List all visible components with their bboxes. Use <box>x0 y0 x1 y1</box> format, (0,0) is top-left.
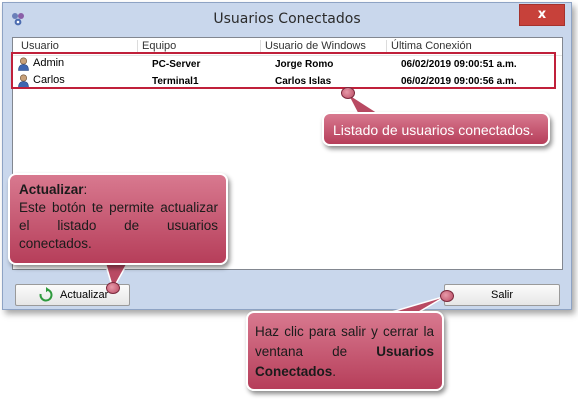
rows-highlight-frame <box>11 52 556 89</box>
close-button[interactable]: x <box>519 4 565 26</box>
refresh-callout-body: Este botón te permite actualizar el list… <box>19 200 218 251</box>
connected-users-app-icon <box>12 13 24 26</box>
list-header: Usuario Equipo Usuario de Windows Última… <box>13 38 562 56</box>
window-title: Usuarios Conectados <box>213 11 361 27</box>
user-icon <box>18 57 29 71</box>
close-icon: x <box>537 7 547 22</box>
column-header-usuario-windows[interactable]: Usuario de Windows <box>260 40 366 54</box>
refresh-callout: Actualizar: Este botón te permite actual… <box>8 173 228 265</box>
row-windows-user: Jorge Romo <box>275 59 334 70</box>
refresh-callout-colon: : <box>83 182 88 197</box>
row-equipo: PC-Server <box>152 59 201 70</box>
column-header-usuario[interactable]: Usuario <box>21 40 59 52</box>
column-header-equipo[interactable]: Equipo <box>137 40 176 54</box>
users-list[interactable]: Usuario Equipo Usuario de Windows Última… <box>12 37 563 270</box>
title-bar: Usuarios Conectados x <box>3 3 571 35</box>
exit-pointer-dot <box>440 290 454 302</box>
exit-button-label: Salir <box>490 289 513 301</box>
exit-callout: Haz clic para salir y cerrar la ventana … <box>246 311 444 391</box>
refresh-button-label: Actualizar <box>60 289 109 301</box>
list-callout: Listado de usuarios conectados. <box>322 112 550 146</box>
refresh-icon <box>39 287 53 302</box>
exit-callout-text-a: Haz clic para salir y cerrar la ventana … <box>255 324 434 359</box>
exit-button[interactable]: Salir <box>444 284 560 306</box>
row-user: Carlos <box>33 74 65 86</box>
table-row[interactable]: Carlos Terminal1 Carlos Islas 06/02/2019… <box>13 73 562 90</box>
row-windows-user: Carlos Islas <box>275 76 332 87</box>
row-last-connection: 06/02/2019 09:00:51 a.m. <box>401 59 517 70</box>
user-icon <box>18 74 29 88</box>
column-header-ultima-conexion[interactable]: Última Conexión <box>386 40 472 54</box>
table-row[interactable]: Admin PC-Server Jorge Romo 06/02/2019 09… <box>13 56 562 73</box>
row-user: Admin <box>33 57 65 69</box>
exit-callout-text-b: . <box>332 364 337 379</box>
list-callout-text: Listado de usuarios conectados. <box>333 122 534 138</box>
refresh-pointer-dot <box>106 282 120 294</box>
refresh-callout-title: Actualizar <box>19 182 84 197</box>
refresh-button[interactable]: Actualizar <box>15 284 130 306</box>
list-rows: Admin PC-Server Jorge Romo 06/02/2019 09… <box>13 56 562 90</box>
row-equipo: Terminal1 <box>152 76 199 87</box>
list-pointer-dot <box>341 87 355 99</box>
row-last-connection: 06/02/2019 09:00:56 a.m. <box>401 76 517 87</box>
exit-callout-text-bold: Usuarios Conectados <box>255 344 434 379</box>
